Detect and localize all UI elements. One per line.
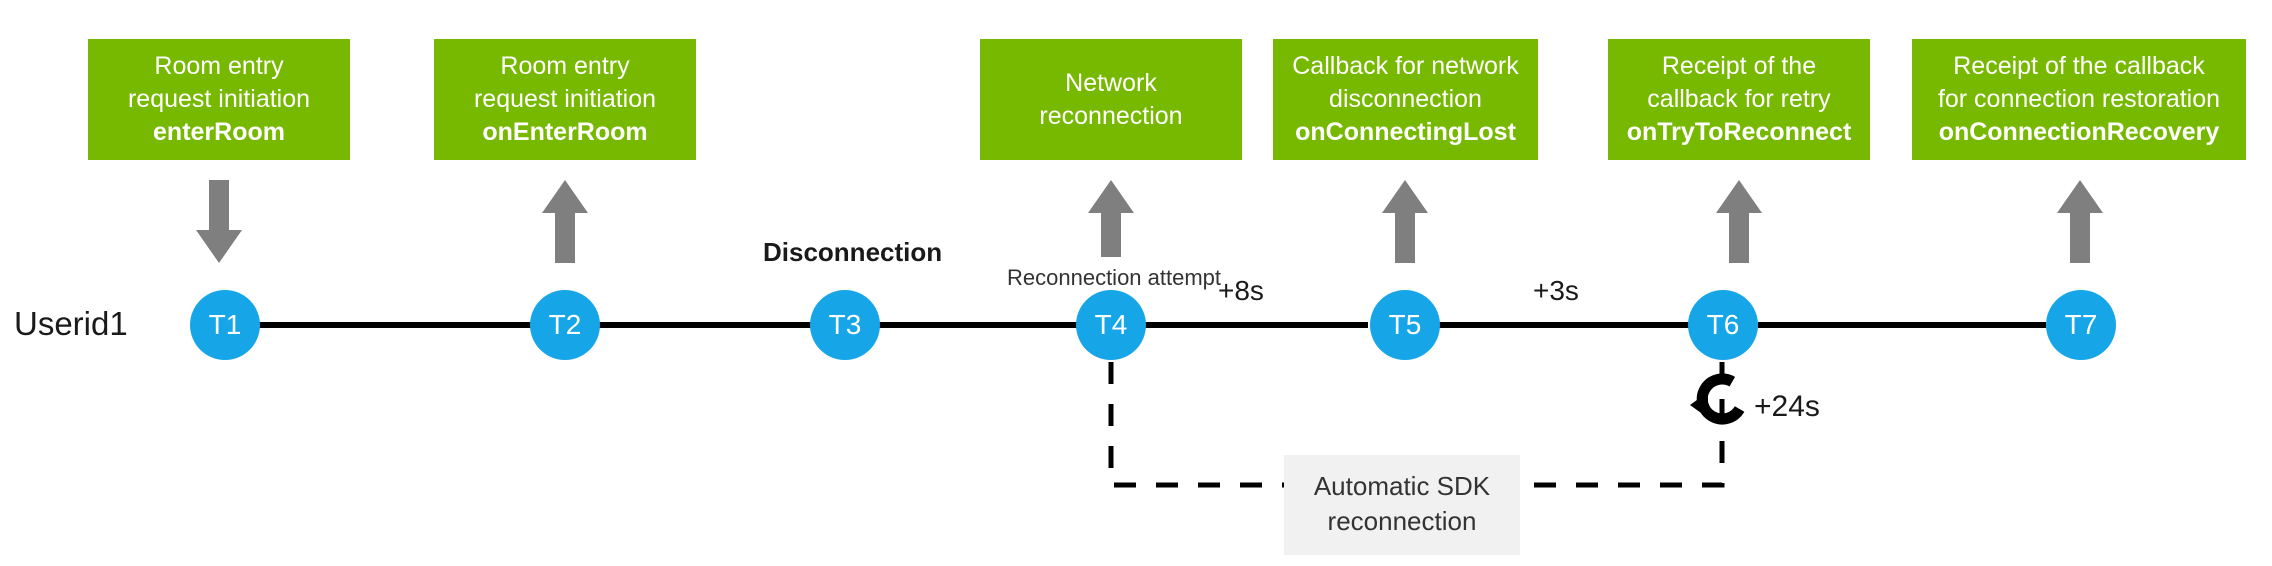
loop-icon [1690, 373, 1745, 425]
event-box-api-name: onEnterRoom [482, 118, 648, 146]
timeline-node-t3[interactable]: T3 [810, 290, 880, 360]
node-label: T6 [1706, 309, 1740, 340]
event-box-line-2: for connection restoration [1937, 85, 2221, 113]
note-disconnection: Disconnection [763, 237, 943, 267]
arrow-up-on-enter-room [542, 180, 588, 263]
chip-line-1: Automatic SDK [1313, 471, 1491, 501]
timeline-node-t1[interactable]: T1 [190, 290, 260, 360]
event-box-line-1: Receipt of the callback [1953, 52, 2205, 80]
retry-loop-label: +24s [1754, 390, 1820, 423]
node-label: T7 [2064, 309, 2098, 340]
event-box-line-2: callback for retry [1647, 85, 1831, 113]
event-box-line-2: request initiation [127, 85, 311, 113]
gap-label-t4-t5: +8s [1218, 275, 1264, 306]
timeline-node-t6[interactable]: T6 [1688, 290, 1758, 360]
event-box-api-name: onConnectingLost [1295, 118, 1516, 146]
auto-sdk-reconnection-chip: Automatic SDK reconnection [1284, 455, 1520, 556]
chip-line-2: reconnection [1327, 506, 1477, 537]
event-box-api-name: onTryToReconnect [1626, 118, 1852, 146]
arrow-up-on-connecting-lost [1382, 180, 1428, 263]
event-box-on-try-to-reconnect: Receipt of the callback for retry onTryT… [1608, 39, 1870, 160]
event-box-on-connecting-lost: Callback for network disconnection onCon… [1273, 39, 1538, 160]
gap-label-t5-t6: +3s [1533, 275, 1579, 306]
node-label: T3 [828, 309, 862, 340]
timeline-node-t7[interactable]: T7 [2046, 290, 2116, 360]
event-box-api-name: enterRoom [153, 118, 285, 146]
node-label: T4 [1094, 309, 1128, 340]
event-box-line-2: reconnection [1039, 101, 1183, 130]
event-box-line-2: request initiation [473, 85, 657, 113]
event-box-line-2: disconnection [1329, 85, 1482, 113]
timeline-node-t2[interactable]: T2 [530, 290, 600, 360]
lane-label: Userid1 [14, 305, 128, 342]
retry-loop-group: +24s [1752, 390, 1820, 424]
timeline-node-t4[interactable]: T4 [1076, 290, 1146, 360]
event-box-network-reconnection: Network reconnection [980, 39, 1242, 160]
node-label: T2 [548, 309, 582, 340]
event-box-line-1: Receipt of the [1661, 52, 1817, 80]
note-reconnection-attempt: Reconnection attempt [1007, 265, 1222, 290]
event-box-line-1: Room entry [154, 52, 284, 80]
event-box-api-name: onConnectionRecovery [1938, 118, 2220, 146]
arrow-down-enter-room [196, 180, 242, 263]
timeline-node-t5[interactable]: T5 [1370, 290, 1440, 360]
arrow-up-on-try-to-reconnect [1716, 180, 1762, 263]
arrow-up-network-reconnection [1088, 180, 1134, 257]
node-label: T1 [208, 309, 242, 340]
event-box-line-1: Callback for network [1292, 52, 1519, 80]
event-box-on-connection-recovery: Receipt of the callback for connection r… [1912, 39, 2246, 160]
node-label: T5 [1388, 309, 1422, 340]
event-box-enter-room: Room entry request initiation enterRoom [88, 39, 350, 160]
event-box-line-1: Network [1065, 68, 1157, 97]
arrow-up-on-connection-recovery [2057, 180, 2103, 263]
event-box-line-1: Room entry [500, 52, 630, 80]
timeline-track [258, 322, 2046, 328]
event-box-on-enter-room: Room entry request initiation onEnterRoo… [434, 39, 696, 160]
